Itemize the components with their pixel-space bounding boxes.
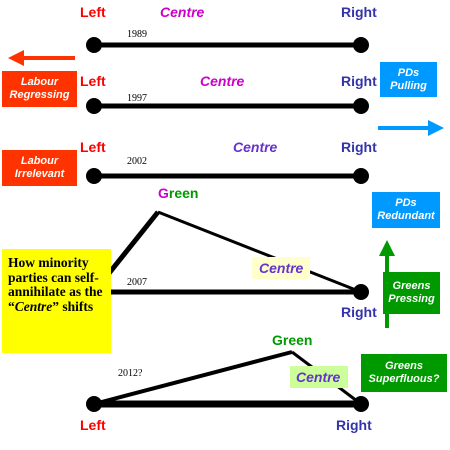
right-label: Right	[341, 4, 377, 20]
row-2007: Green Centre Left Right 2007	[80, 185, 377, 320]
right-node	[353, 98, 369, 114]
greens-superfluous-box: Greens Superfluous?	[361, 354, 447, 392]
note-text-end: ” shifts	[52, 298, 94, 314]
left-arrow	[8, 50, 75, 66]
green-right-edge	[157, 210, 362, 294]
green-initial: G	[158, 185, 169, 201]
pds-pulling-box: PDs Pulling	[380, 62, 437, 97]
green-rest: reen	[169, 185, 199, 201]
labour-irrelevant-box: Labour Irrelevant	[2, 150, 77, 186]
left-node	[86, 396, 102, 412]
row-2002: Left Right Centre 2002	[80, 139, 377, 184]
green-label: Green	[272, 332, 312, 348]
year-label: 1997	[127, 93, 147, 104]
row-1997: Left Right Centre 1997	[80, 73, 377, 114]
labour-regressing-box: Labour Regressing	[2, 71, 77, 107]
centre-label: Centre	[233, 139, 278, 155]
right-label: Right	[341, 139, 377, 155]
row-2012: Green Centre Left Right 2012?	[80, 332, 372, 433]
year-label: 1989	[127, 29, 147, 40]
centre-label: Centre	[296, 369, 341, 385]
note-text: How minority parties can self-annihilate…	[8, 255, 103, 314]
right-label: Right	[341, 304, 377, 320]
note-emphasis: Centre	[14, 298, 53, 314]
left-node	[86, 98, 102, 114]
right-label: Right	[336, 417, 372, 433]
year-label: 2007	[127, 277, 147, 288]
left-label: Left	[80, 417, 106, 433]
right-node	[353, 396, 369, 412]
right-arrow	[378, 120, 444, 136]
centre-highlight	[290, 366, 348, 388]
right-node	[353, 168, 369, 184]
left-label: Left	[80, 73, 106, 89]
year-label: 2012?	[118, 368, 143, 379]
year-label: 2002	[127, 156, 147, 167]
left-node	[86, 37, 102, 53]
left-label: Left	[80, 139, 106, 155]
centre-label: Centre	[259, 260, 304, 276]
right-node	[353, 284, 369, 300]
row-1989: Left Right Centre 1989	[80, 4, 377, 53]
greens-pressing-box: Greens Pressing	[383, 272, 440, 314]
pds-redundant-box: PDs Redundant	[372, 192, 440, 228]
left-label: Left	[80, 4, 106, 20]
green-left-edge	[93, 350, 293, 406]
green-label: Green	[158, 185, 198, 201]
right-node	[353, 37, 369, 53]
centre-highlight	[252, 257, 310, 279]
centre-label: Centre	[200, 73, 245, 89]
right-label: Right	[341, 73, 377, 89]
left-node	[86, 168, 102, 184]
explanation-note: How minority parties can self-annihilate…	[2, 249, 111, 353]
centre-label: Centre	[160, 4, 205, 20]
